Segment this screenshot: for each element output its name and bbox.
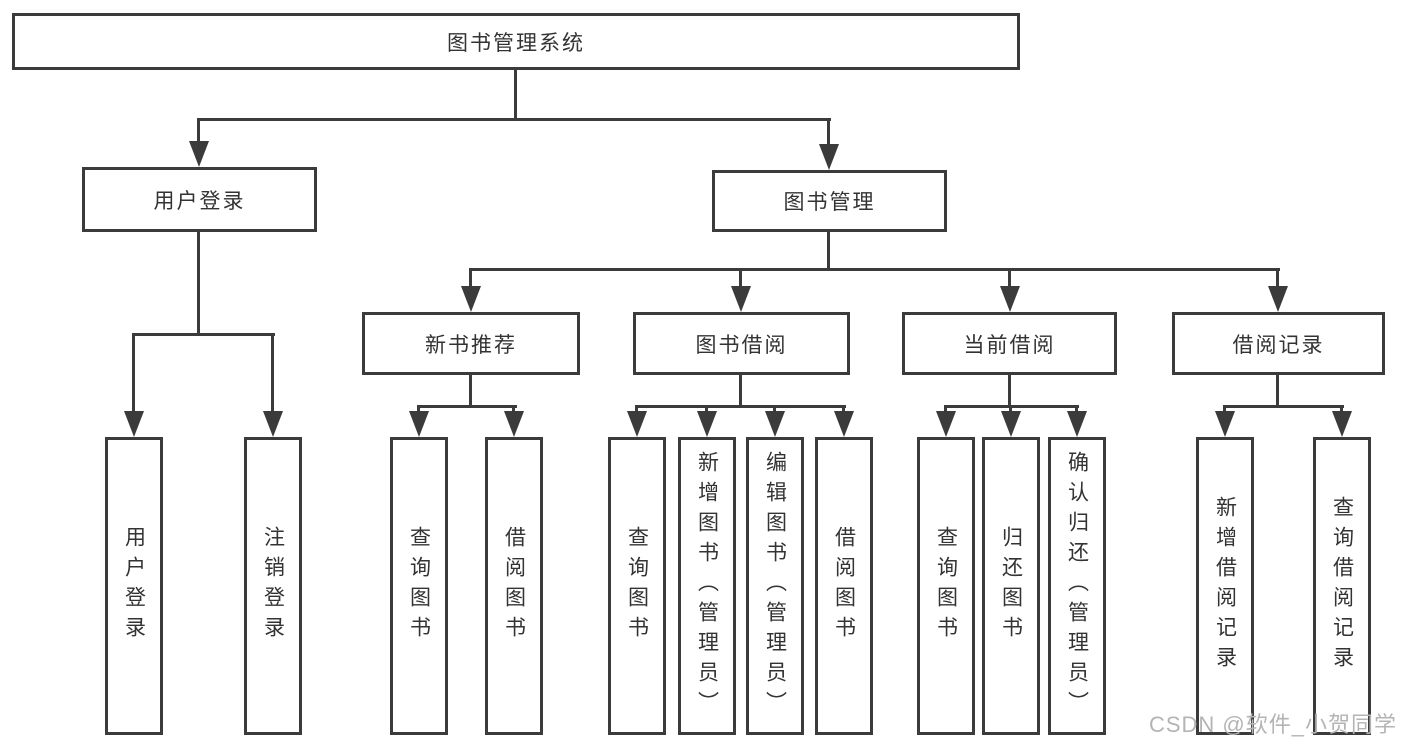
node-current-borrow-label: 当前借阅 (963, 333, 1056, 357)
connector-root-drop-right (827, 118, 830, 146)
arrowhead-icon (409, 411, 429, 437)
node-new-book-rec-label: 新书推荐 (425, 333, 517, 357)
arrowhead-icon (1215, 411, 1235, 437)
arrowhead-icon (765, 411, 785, 437)
connector-rec-bar (417, 405, 517, 408)
node-leaf-bb-borrow-book-label: 借阅图书 (832, 526, 856, 646)
node-book-borrow-label: 图书借阅 (695, 333, 788, 357)
node-book-mgmt: 图书管理 (712, 170, 947, 232)
arrowhead-icon (697, 411, 717, 437)
connector-rec-drop-1 (417, 405, 420, 414)
arrowhead-icon (731, 286, 751, 312)
connector-cb-stub (1008, 375, 1011, 407)
node-new-book-rec: 新书推荐 (362, 312, 580, 375)
node-leaf-login-label: 用户登录 (122, 526, 146, 646)
node-leaf-cb-query-book: 查询图书 (917, 437, 975, 735)
node-user-login-label: 用户登录 (153, 189, 246, 213)
arrowhead-icon (936, 411, 956, 437)
node-current-borrow: 当前借阅 (902, 312, 1117, 375)
arrowhead-icon (1000, 286, 1020, 312)
connector-bb-bar (635, 405, 846, 408)
connector-userlogin-bar (132, 333, 275, 336)
arrowhead-icon (504, 411, 524, 437)
connector-bb-drop-4 (842, 405, 845, 414)
arrowhead-icon (1268, 286, 1288, 312)
node-leaf-cb-query-book-label: 查询图书 (934, 526, 958, 646)
connector-cb-drop-3 (1075, 405, 1078, 414)
node-root-label: 图书管理系统 (447, 31, 585, 55)
connector-cb-drop-1 (944, 405, 947, 414)
node-leaf-logout-label: 注销登录 (261, 526, 285, 646)
arrowhead-icon (1067, 411, 1087, 437)
node-leaf-rec-query-book-label: 查询图书 (407, 526, 431, 646)
connector-br-drop-2 (1340, 405, 1343, 414)
node-leaf-rec-borrow-book-label: 借阅图书 (502, 526, 526, 646)
node-leaf-br-add-record: 新增借阅记录 (1196, 437, 1254, 735)
node-user-login: 用户登录 (82, 167, 317, 232)
connector-root-bar (197, 118, 831, 121)
csdn-watermark: CSDN @软件_小贺同学 (1148, 712, 1397, 737)
arrowhead-icon (461, 286, 481, 312)
node-leaf-bb-edit-book-label: 编辑图书（管理员） (763, 451, 787, 721)
node-leaf-bb-query-book: 查询图书 (608, 437, 666, 735)
connector-bookmgmt-drop-1 (469, 268, 472, 290)
node-borrow-record: 借阅记录 (1172, 312, 1385, 375)
connector-cb-drop-2 (1009, 405, 1012, 414)
node-leaf-logout: 注销登录 (244, 437, 302, 735)
node-root: 图书管理系统 (12, 13, 1020, 70)
arrowhead-icon (1001, 411, 1021, 437)
connector-userlogin-drop-1 (132, 333, 135, 413)
connector-userlogin-stub (197, 232, 200, 336)
node-leaf-cb-return-book-label: 归还图书 (999, 526, 1023, 646)
node-leaf-cb-return-book: 归还图书 (982, 437, 1040, 735)
connector-br-bar (1223, 405, 1344, 408)
node-leaf-br-query-record-label: 查询借阅记录 (1330, 496, 1354, 676)
arrowhead-icon (189, 141, 209, 167)
node-leaf-bb-edit-book: 编辑图书（管理员） (746, 437, 804, 735)
connector-br-stub (1276, 375, 1279, 408)
arrowhead-icon (819, 144, 839, 170)
connector-bookmgmt-bar (469, 268, 1280, 271)
connector-bookmgmt-drop-2 (739, 268, 742, 290)
arrowhead-icon (834, 411, 854, 437)
arrowhead-icon (1332, 411, 1352, 437)
node-book-mgmt-label: 图书管理 (783, 191, 876, 214)
node-leaf-bb-borrow-book: 借阅图书 (815, 437, 873, 735)
node-borrow-record-label: 借阅记录 (1232, 333, 1325, 357)
arrowhead-icon (627, 411, 647, 437)
node-leaf-br-query-record: 查询借阅记录 (1313, 437, 1371, 735)
connector-root-stub (514, 70, 517, 120)
node-leaf-cb-confirm-return: 确认归还（管理员） (1048, 437, 1106, 735)
arrowhead-icon (263, 411, 283, 437)
connector-bb-drop-3 (773, 405, 776, 414)
connector-root-drop-left (197, 118, 200, 146)
node-leaf-login: 用户登录 (105, 437, 163, 735)
node-leaf-br-add-record-label: 新增借阅记录 (1213, 496, 1237, 676)
node-book-borrow: 图书借阅 (633, 312, 850, 375)
connector-userlogin-drop-2 (271, 333, 274, 413)
connector-br-drop-1 (1223, 405, 1226, 414)
connector-bookmgmt-drop-4 (1276, 268, 1279, 290)
node-leaf-cb-confirm-return-label: 确认归还（管理员） (1065, 451, 1089, 721)
connector-bb-drop-1 (635, 405, 638, 414)
node-leaf-bb-query-book-label: 查询图书 (625, 526, 649, 646)
node-leaf-bb-add-book: 新增图书（管理员） (678, 437, 736, 735)
connector-rec-drop-2 (512, 405, 515, 414)
connector-bookmgmt-drop-3 (1008, 268, 1011, 290)
node-leaf-bb-add-book-label: 新增图书（管理员） (695, 451, 719, 721)
connector-bb-stub (739, 375, 742, 407)
node-leaf-rec-borrow-book: 借阅图书 (485, 437, 543, 735)
connector-rec-stub (469, 375, 472, 408)
arrowhead-icon (124, 411, 144, 437)
connector-bookmgmt-stub (827, 232, 830, 271)
node-leaf-rec-query-book: 查询图书 (390, 437, 448, 735)
connector-bb-drop-2 (705, 405, 708, 414)
